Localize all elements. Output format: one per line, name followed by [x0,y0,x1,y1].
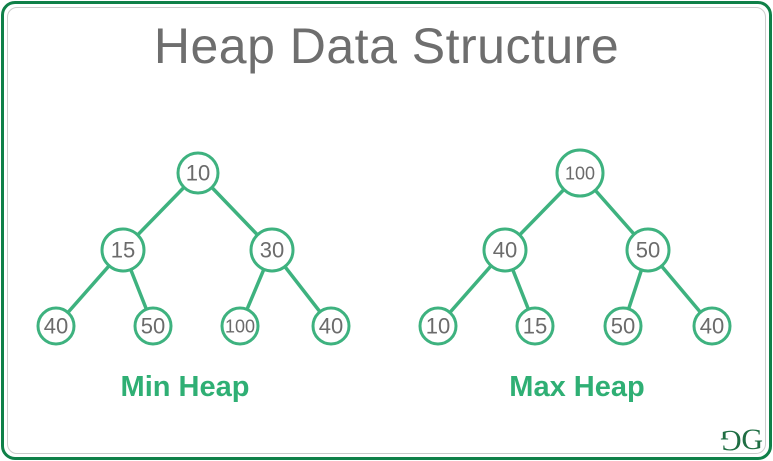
geeksforgeeks-logo: GG [721,423,763,457]
max-heap-label: Max Heap [509,371,645,403]
heap-node: 100 [555,148,605,198]
node-value: 40 [493,238,517,263]
min-heap-tree: 10 15 30 40 50 100 [36,151,351,346]
node-circle [311,306,351,346]
heap-node: 10 [418,306,458,346]
node-circle [176,151,220,195]
heap-node: 40 [36,306,76,346]
node-circle [220,306,260,346]
logo-turned-g-glyph: G [721,424,742,457]
node-value: 40 [700,314,724,339]
node-value: 100 [565,163,595,183]
node-value: 100 [225,316,255,336]
node-value: 10 [426,314,450,339]
logo-g-glyph: G [741,423,763,456]
node-value: 50 [141,314,165,339]
node-circle [418,306,458,346]
node-value: 30 [260,238,284,263]
node-circle [482,227,528,273]
node-circle [36,306,76,346]
node-circle [515,306,555,346]
heap-node: 15 [100,227,146,273]
page-title: Heap Data Structure [153,18,620,74]
heap-node: 50 [603,306,643,346]
node-circle [692,306,732,346]
node-circle [133,306,173,346]
heap-node: 30 [249,227,295,273]
heap-node: 100 [220,306,260,346]
heap-node: 40 [311,306,351,346]
heap-node: 40 [482,227,528,273]
node-value: 50 [636,238,660,263]
heap-node: 40 [692,306,732,346]
node-circle [603,306,643,346]
node-value: 15 [523,314,547,339]
node-circle [249,227,295,273]
heap-node: 50 [625,227,671,273]
node-circle [625,227,671,273]
node-circle [100,227,146,273]
node-circle [555,148,605,198]
node-value: 40 [44,314,68,339]
max-heap-tree: 100 40 50 10 15 50 [418,148,732,346]
heap-node: 15 [515,306,555,346]
node-value: 15 [111,238,135,263]
node-value: 40 [319,314,343,339]
node-value: 50 [611,314,635,339]
heap-node: 50 [133,306,173,346]
heap-node: 10 [176,151,220,195]
node-value: 10 [186,161,210,186]
min-heap-label: Min Heap [120,371,250,403]
